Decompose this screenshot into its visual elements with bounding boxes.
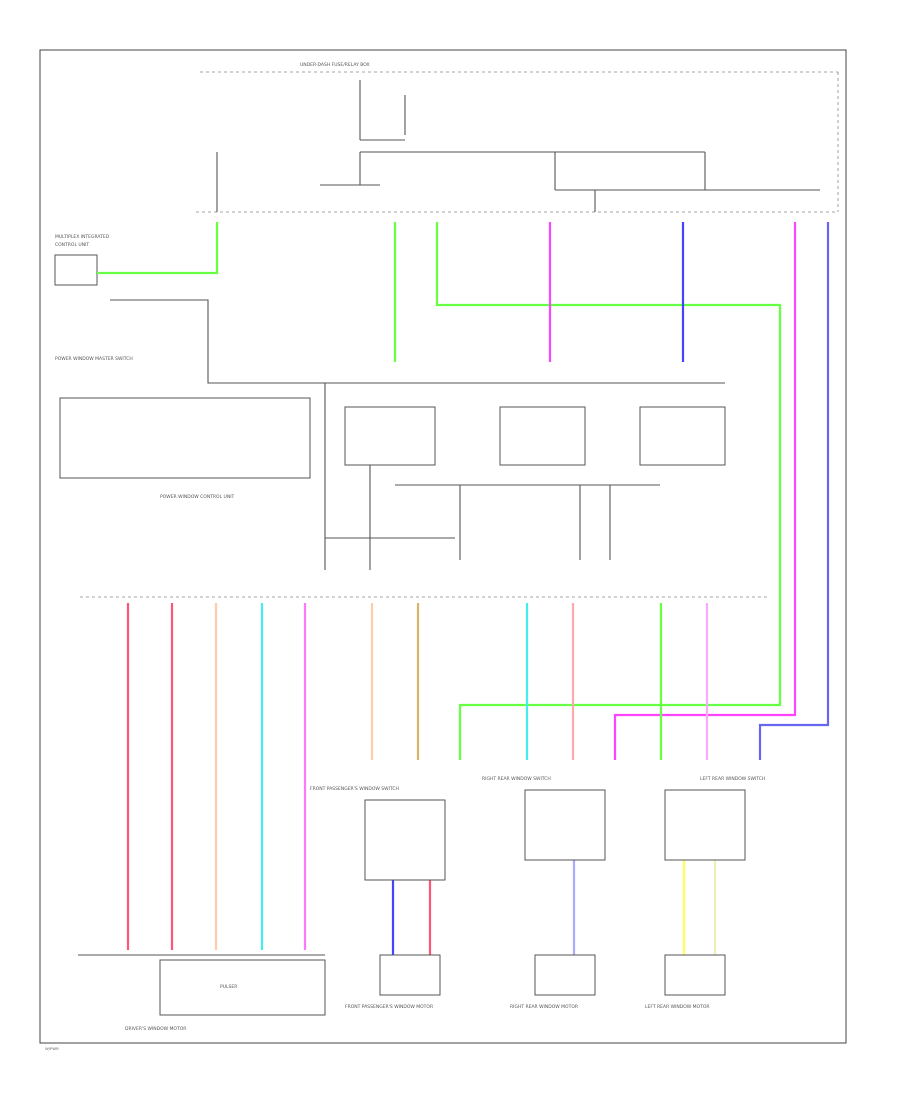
diagram-frame: [39, 49, 847, 1044]
right-rear-switch-label: RIGHT REAR WINDOW SWITCH: [482, 776, 551, 782]
wire-magenta-2: [613, 222, 797, 760]
driver-motor-label: DRIVER'S WINDOW MOTOR: [125, 1026, 186, 1032]
lower-wires: [126, 603, 717, 955]
right-rear-motor-label: RIGHT REAR WINDOW MOTOR: [510, 1004, 578, 1010]
fuse-box-label: UNDER-DASH FUSE/RELAY BOX: [300, 62, 370, 68]
window-switches: FRONT PASSENGER'S WINDOW SWITCH RIGHT RE…: [310, 776, 765, 881]
svg-text:POWER WINDOW MASTER SWITCH: POWER WINDOW MASTER SWITCH: [55, 356, 133, 362]
footer-code: W/PWR: [45, 1046, 59, 1051]
master-switch-label: POWER WINDOW CONTROL UNIT: [160, 494, 235, 500]
left-rear-motor-label: LEFT REAR WINDOW MOTOR: [645, 1004, 710, 1010]
svg-text:CONTROL UNIT: CONTROL UNIT: [55, 242, 89, 248]
fuse-relay-box: UNDER-DASH FUSE/RELAY BOX: [196, 62, 839, 213]
left-control-units: MULTIPLEX INTEGRATED CONTROL UNIT POWER …: [54, 234, 320, 500]
wire-green-mic: [97, 222, 219, 275]
front-pass-motor-label: FRONT PASSENGER'S WINDOW MOTOR: [345, 1004, 433, 1010]
wire-blue-2: [758, 222, 830, 760]
pulser-label: PULSER: [220, 984, 237, 990]
left-rear-switch-label: LEFT REAR WINDOW SWITCH: [700, 776, 765, 782]
front-pass-switch-label: FRONT PASSENGER'S WINDOW SWITCH: [310, 786, 399, 792]
upper-wires: [97, 222, 830, 760]
switch-assemblies: [320, 382, 726, 570]
driver-motor: PULSER DRIVER'S WINDOW MOTOR: [78, 954, 326, 1032]
wire-green-2: [435, 222, 782, 760]
svg-text:MULTIPLEX INTEGRATED: MULTIPLEX INTEGRATED: [55, 234, 110, 240]
window-motors: FRONT PASSENGER'S WINDOW MOTOR RIGHT REA…: [345, 954, 726, 1010]
